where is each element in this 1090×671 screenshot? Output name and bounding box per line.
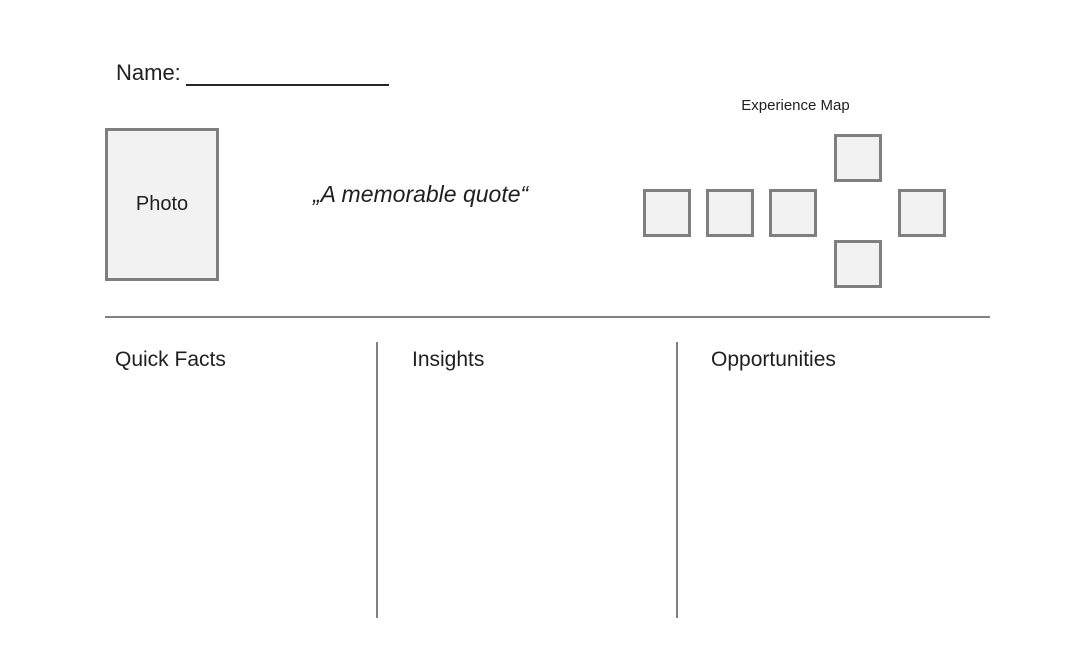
experience-map-box-1[interactable]	[643, 189, 691, 237]
experience-map-title: Experience Map	[741, 97, 850, 114]
experience-map-box-6-down[interactable]	[834, 240, 882, 288]
photo-placeholder[interactable]: Photo	[105, 128, 219, 281]
quote-text: „A memorable quote“	[313, 181, 529, 207]
experience-map-box-2[interactable]	[706, 189, 754, 237]
section-header-quick-facts: Quick Facts	[115, 348, 226, 371]
name-label: Name:	[116, 60, 181, 85]
name-blank-line[interactable]	[186, 84, 389, 86]
section-header-opportunities: Opportunities	[711, 348, 836, 371]
experience-map-box-3[interactable]	[769, 189, 817, 237]
photo-label: Photo	[135, 193, 189, 215]
experience-map-box-5[interactable]	[898, 189, 946, 237]
horizontal-divider	[105, 316, 990, 318]
section-header-insights: Insights	[412, 348, 485, 371]
column-divider-2	[676, 342, 678, 618]
experience-map-box-4-up[interactable]	[834, 134, 882, 182]
column-divider-1	[376, 342, 378, 618]
